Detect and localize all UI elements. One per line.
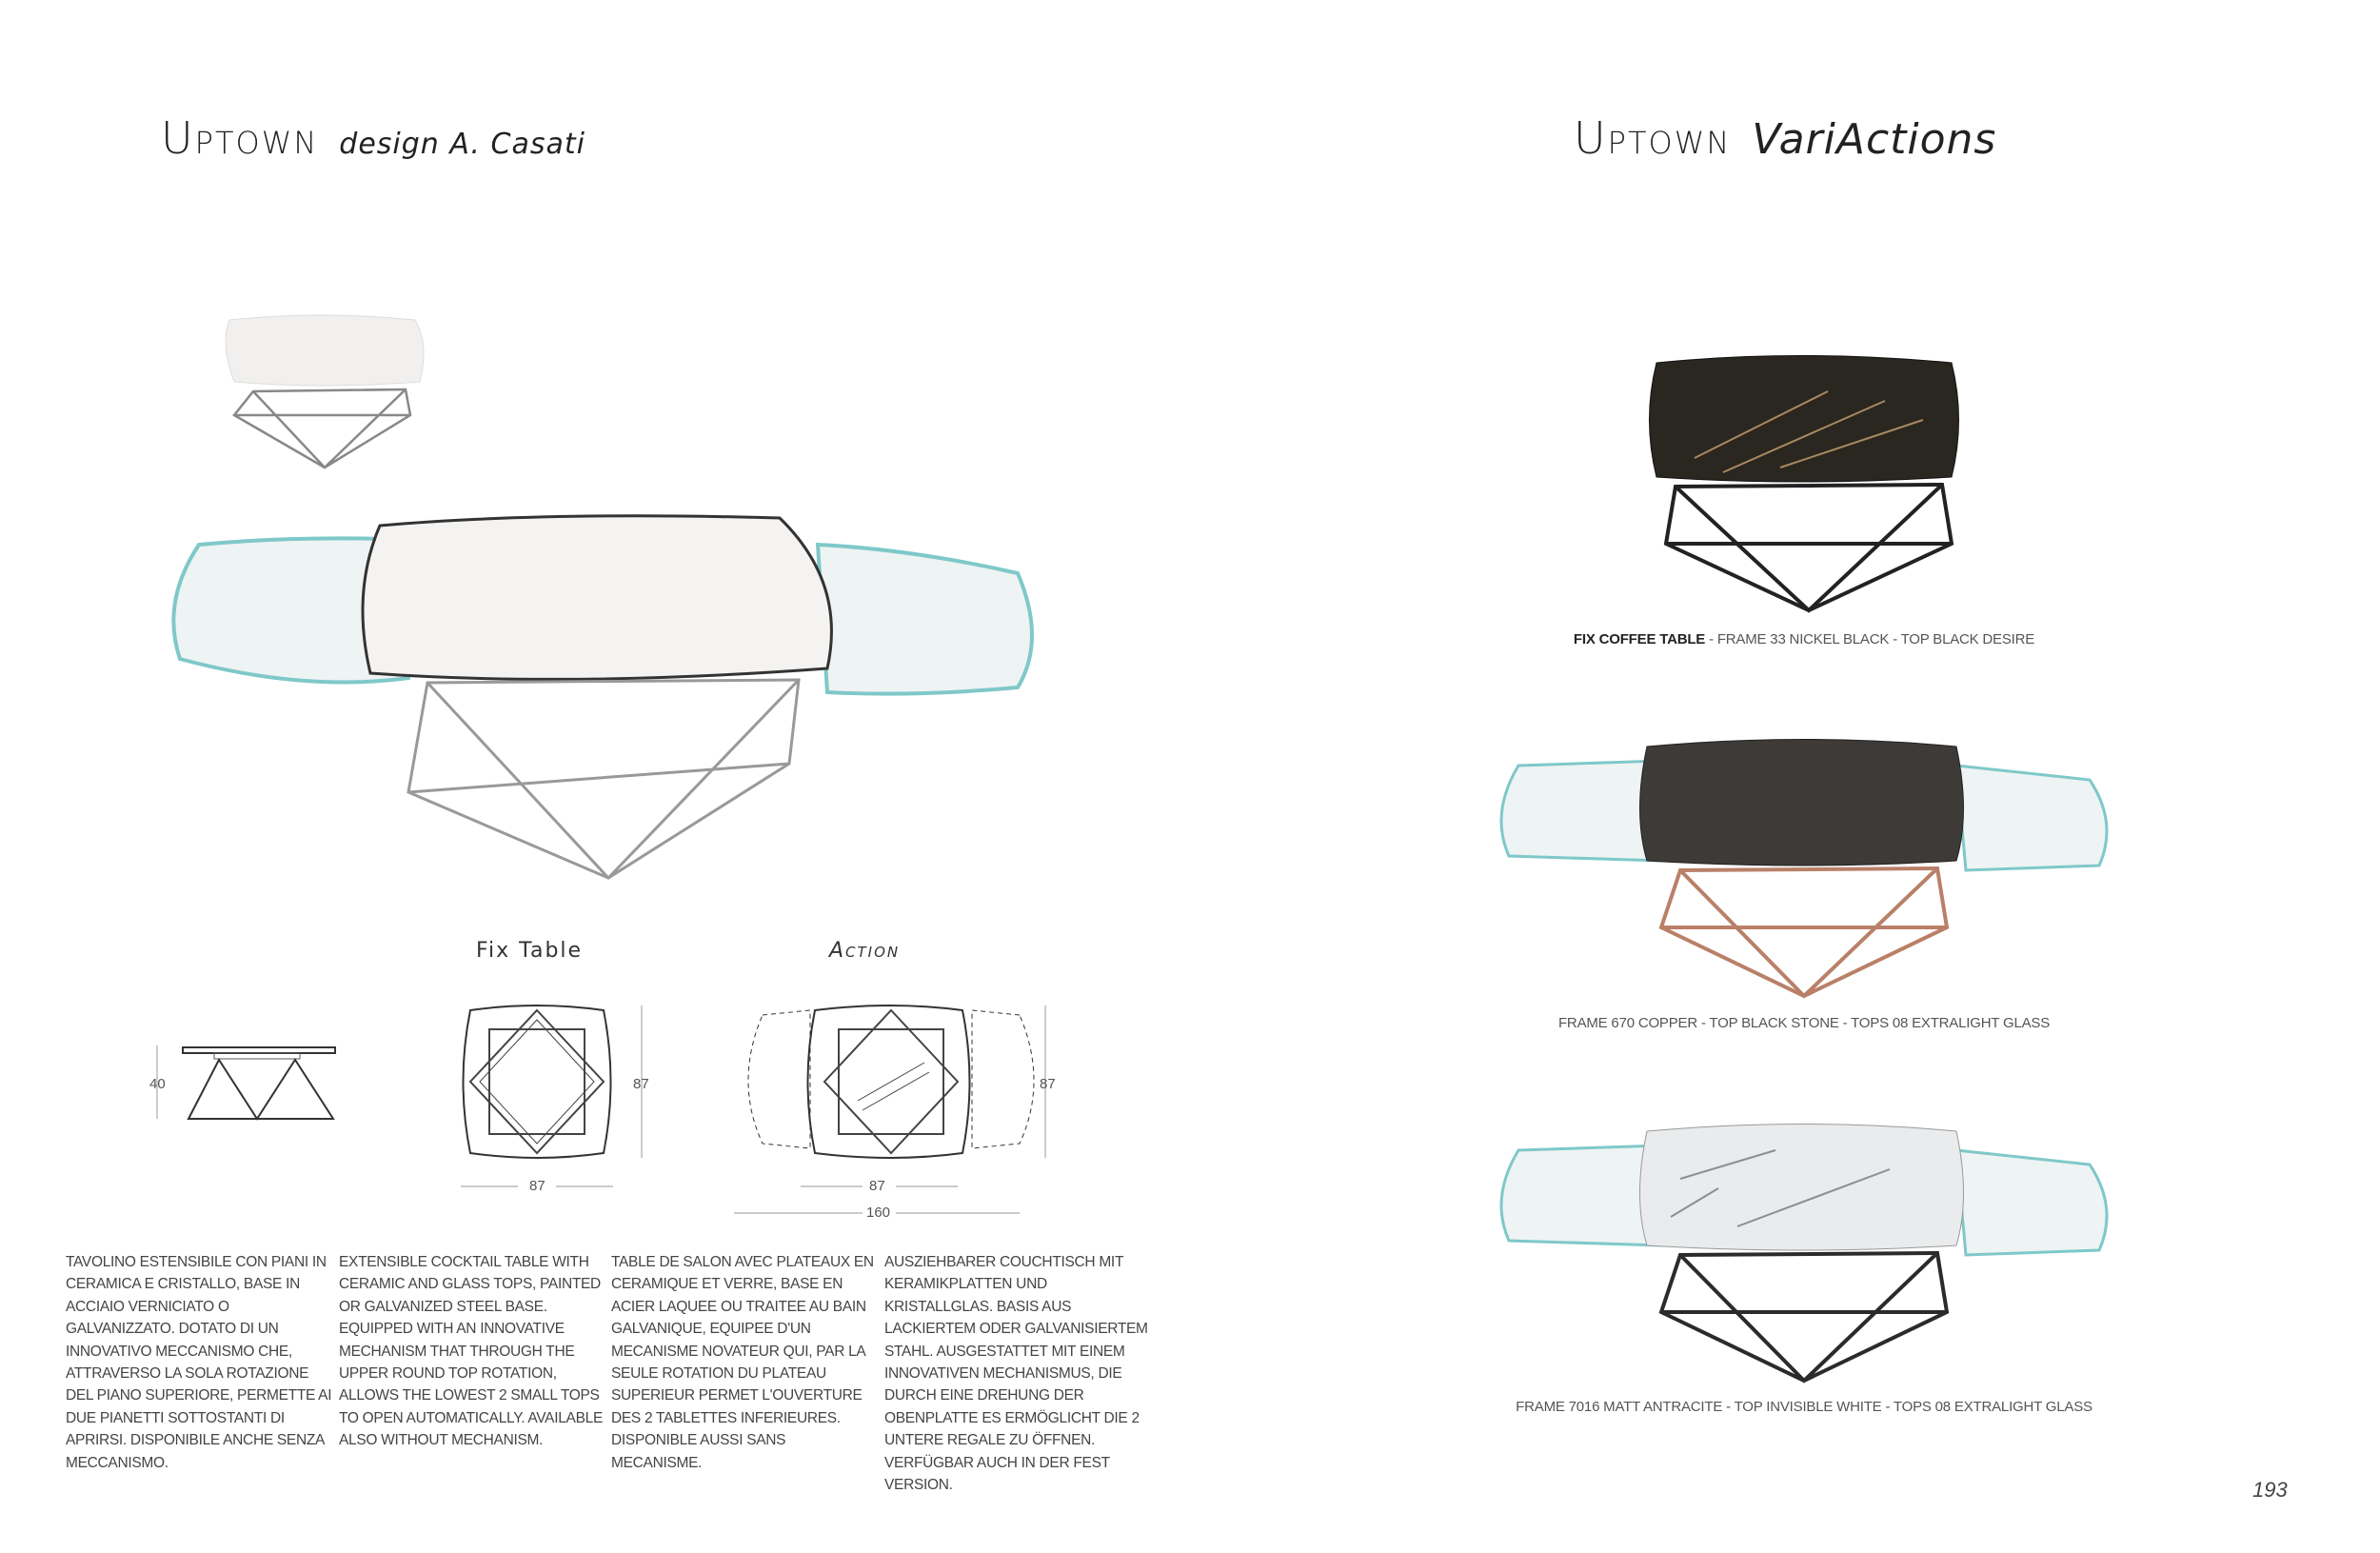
dim-depth-fix: 87 [633,1076,649,1092]
page-title-left: Uptown design A. Casati [161,112,585,164]
side-view-drawing [156,1045,336,1121]
action-label: Action [829,939,901,963]
caption-text: FRAME 7016 MATT ANTRACITE - TOP INVISIBL… [1516,1399,2092,1415]
variant-photo-antracite [1499,1124,2109,1384]
page-title-right: Uptown VariActions [1574,112,1996,164]
caption-text: - FRAME 33 NICKEL BLACK - TOP BLACK DESI… [1705,631,2035,647]
action-table-photo [171,514,1034,881]
description-english: Extensible cocktail table with ceramic a… [339,1254,603,1449]
title-text: Uptown [1574,112,1732,164]
designer-subtitle: design A. Casati [339,128,585,161]
variant-caption-3: FRAME 7016 MATT ANTRACITE - TOP INVISIBL… [1376,1399,2232,1415]
variant-caption-1: FIX COFFEE TABLE - FRAME 33 NICKEL BLACK… [1376,631,2232,647]
dim-width-action-closed: 87 [869,1178,885,1194]
page-number: 193 [2252,1478,2288,1502]
dim-depth-action: 87 [1040,1076,1056,1092]
description-german: Ausziehbarer Couchtisch mit Keramikplatt… [884,1254,1148,1494]
dim-width-fix: 87 [529,1178,545,1194]
dim-height: 40 [149,1076,166,1092]
description-french: Table de salon avec plateaux en ceramiqu… [611,1254,874,1471]
caption-bold: FIX COFFEE TABLE [1573,631,1706,647]
title-text: Uptown [161,112,319,164]
variant-photo-nickel-black [1649,355,1959,613]
caption-text: FRAME 670 COPPER - TOP BLACK STONE - TOP… [1557,1015,2051,1031]
variant-caption-2: FRAME 670 COPPER - TOP BLACK STONE - TOP… [1376,1015,2232,1031]
description-italian: Tavolino estensibile con piani in cerami… [66,1254,332,1471]
fix-top-view-drawing [461,1005,643,1187]
variations-subtitle: VariActions [1752,115,1997,164]
variant-photo-copper [1499,739,2109,999]
dim-width-action-open: 160 [866,1205,891,1221]
fix-table-label: Fix Table [476,939,584,963]
fix-table-photo [225,314,425,469]
action-top-view-drawing [734,1005,1046,1214]
